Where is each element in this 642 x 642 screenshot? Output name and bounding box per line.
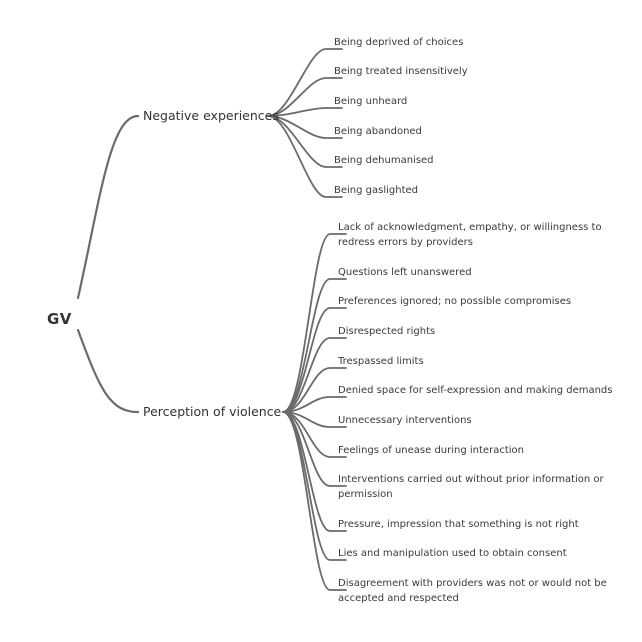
leaf-lack-of-acknowledgment: Lack of acknowledgment, empathy, or will… [338,222,602,248]
leaf-unheard: Being unheard [334,96,408,107]
leaf-preferences-ignored: Preferences ignored; no possible comprom… [338,296,572,307]
leaf-feelings-of-unease: Feelings of unease during interaction [338,445,524,456]
connector-root-perception-of-violence [76,328,140,414]
connector-leaf-1-4 [282,367,347,413]
leaf-disrespected-rights: Disrespected rights [338,326,436,337]
branch-negative-experiences: Negative experiences [143,108,279,123]
connector-leaf-1-9 [282,411,347,532]
connector-leaf-1-0 [282,233,347,413]
connector-leaf-0-5 [267,115,343,198]
leaf-treated-insensitively: Being treated insensitively [334,66,468,77]
connector-leaf-0-1 [267,77,343,117]
leaf-unnecessary-interventions: Unnecessary interventions [338,415,472,426]
connector-leaf-0-3 [267,115,343,139]
branch-perception-of-violence: Perception of violence [143,404,282,419]
leaf-dehumanised: Being dehumanised [334,155,434,166]
connector-leaf-1-1 [282,278,347,413]
connector-leaf-0-0 [267,48,343,117]
leaf-pressure: Pressure, impression that something is n… [338,519,579,530]
leaf-questions-unanswered: Questions left unanswered [338,267,472,278]
leaf-abandoned: Being abandoned [334,126,422,137]
leaf-lies-and-manipulation: Lies and manipulation used to obtain con… [338,548,567,559]
root-node: GV [47,310,72,328]
leaf-disagreement-not-accepted: Disagreement with providers was not or w… [338,578,607,604]
leaf-connectors [267,48,347,591]
connector-leaf-0-2 [267,107,343,117]
connector-leaf-1-8 [282,411,347,487]
connector-root-negative-experiences [76,114,140,300]
connector-leaf-1-11 [282,411,347,591]
connector-leaf-1-5 [282,396,347,413]
leaf-denied-self-expression: Denied space for self-expression and mak… [338,385,613,396]
connector-leaf-1-3 [282,337,347,413]
connector-leaf-1-2 [282,307,347,413]
root-connectors [76,114,140,414]
leaf-deprived-of-choices: Being deprived of choices [334,37,464,48]
leaf-interventions-without-information: Interventions carried out without prior … [338,474,604,500]
leaf-gaslighted: Being gaslighted [334,185,419,196]
leaf-trespassed-limits: Trespassed limits [338,356,424,367]
